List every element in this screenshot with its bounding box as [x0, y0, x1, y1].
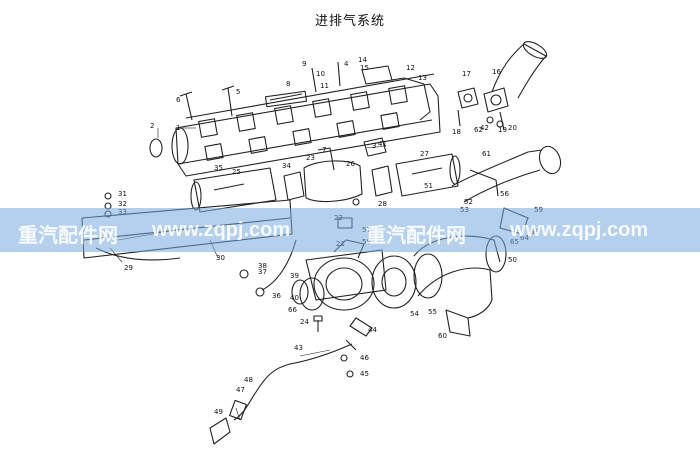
callout-43: 43: [294, 344, 303, 352]
watermark-text-cn-1: 重汽配件网: [18, 225, 118, 247]
callout-16: 16: [492, 68, 501, 76]
callout-9: 9: [302, 60, 306, 68]
callout-41: 41: [378, 140, 387, 148]
callout-51: 51: [424, 182, 433, 190]
callout-19: 19: [498, 126, 507, 134]
callout-25: 25: [232, 168, 241, 176]
callout-15: 15: [360, 64, 369, 72]
callout-37: 37: [258, 268, 267, 276]
bolts: [179, 61, 505, 131]
callout-45: 45: [360, 370, 369, 378]
watermark-text-cn-2: 重汽配件网: [366, 225, 466, 247]
callout-39: 39: [290, 272, 299, 280]
callout-54: 54: [410, 310, 419, 318]
callout-44: 44: [368, 326, 377, 334]
callout-3: 3: [372, 142, 376, 150]
callout-10: 10: [316, 70, 325, 78]
callout-11: 11: [320, 82, 329, 90]
callout-36: 36: [272, 292, 281, 300]
watermark-url-2: www.zqpj.com: [510, 219, 649, 241]
callout-6: 6: [176, 96, 181, 104]
callout-35: 35: [214, 164, 223, 172]
watermark-url-1: www.zqpj.com: [152, 219, 291, 241]
callout-14: 14: [358, 56, 367, 64]
callout-18: 18: [452, 128, 461, 136]
callout-52: 52: [464, 198, 473, 206]
callout-24: 24: [300, 318, 309, 326]
callout-12: 12: [406, 64, 415, 72]
callout-27: 27: [420, 150, 429, 158]
callout-1: 1: [176, 124, 180, 132]
callout-55: 55: [428, 308, 437, 316]
exhaust-elbow: [451, 145, 562, 203]
callout-48: 48: [244, 376, 253, 384]
callout-20: 20: [508, 124, 517, 132]
callout-62: 62: [474, 126, 483, 134]
callout-40: 40: [290, 294, 299, 302]
callout-26: 26: [346, 160, 355, 168]
callout-5: 5: [236, 88, 240, 96]
callout-8: 8: [286, 80, 290, 88]
turbocharger: [291, 239, 417, 337]
callout-32: 32: [118, 200, 127, 208]
exhaust-manifold: [190, 137, 461, 213]
callout-61: 61: [482, 150, 491, 158]
callout-29: 29: [124, 264, 133, 272]
callout-13: 13: [418, 74, 427, 82]
callout-50: 50: [508, 256, 517, 264]
callout-34: 34: [282, 162, 291, 170]
callout-31: 31: [118, 190, 127, 198]
callout-56: 56: [500, 190, 509, 198]
callout-47: 47: [236, 386, 245, 394]
callout-60: 60: [438, 332, 447, 340]
callout-28: 28: [378, 200, 387, 208]
watermark-band: [0, 208, 700, 252]
callout-7: 7: [322, 146, 326, 154]
callout-4: 4: [344, 60, 349, 68]
callout-66: 66: [288, 306, 297, 314]
intake-manifold: [149, 73, 441, 177]
callout-38: 38: [258, 262, 267, 270]
callout-46: 46: [360, 354, 369, 362]
diagram-title: 进排气系统: [314, 14, 385, 29]
callout-2: 2: [150, 122, 154, 130]
top-flanges: [361, 41, 548, 121]
callout-23: 23: [306, 154, 315, 162]
callout-30: 30: [216, 254, 225, 262]
callout-49: 49: [214, 408, 223, 416]
callout-17: 17: [462, 70, 471, 78]
callout-42: 42: [480, 124, 489, 132]
